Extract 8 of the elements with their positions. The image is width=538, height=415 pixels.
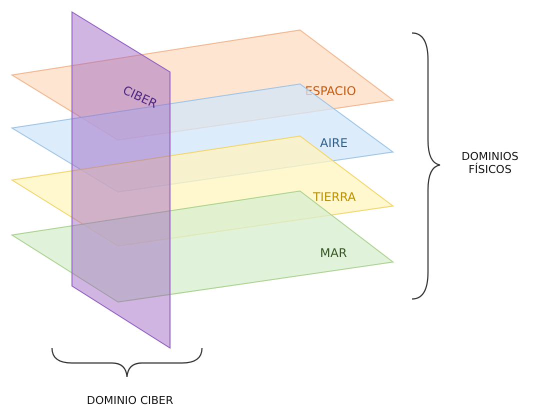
plane-label: MAR	[320, 246, 347, 260]
group-label: DOMINIOS FÍSICOS	[460, 150, 520, 176]
plane-label: AIRE	[320, 136, 348, 150]
sea-plane	[12, 191, 393, 302]
group-label: DOMINIO CIBER	[86, 394, 174, 407]
plane-label: TIERRA	[313, 190, 356, 204]
cyber-plane	[72, 12, 170, 348]
plane-label: ESPACIO	[305, 84, 356, 98]
